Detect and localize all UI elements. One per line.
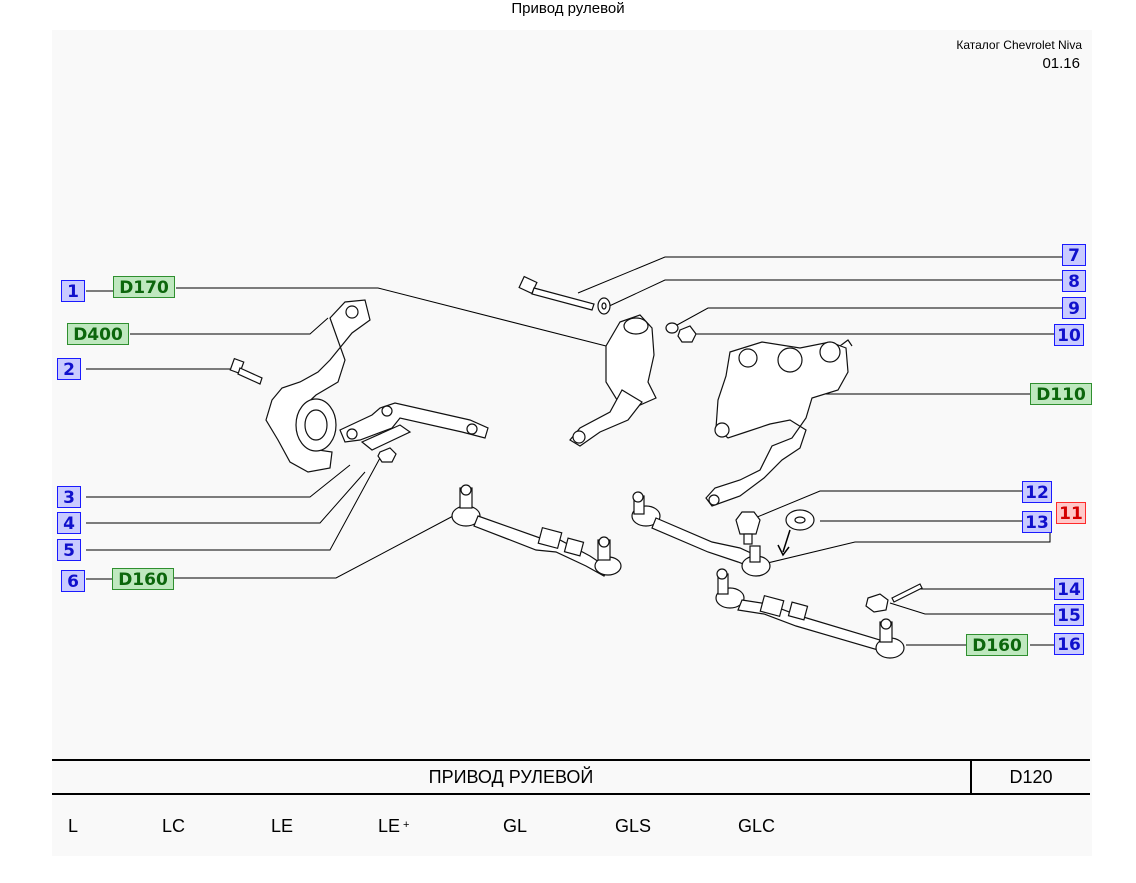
trim-plus-mark: + bbox=[403, 819, 410, 831]
steering-gear-box bbox=[705, 339, 853, 507]
callout-5[interactable]: 5 bbox=[57, 539, 81, 561]
callout-16[interactable]: 16 bbox=[1054, 633, 1084, 655]
trim-level-glc: GLC bbox=[738, 816, 776, 836]
washer-part-9 bbox=[665, 322, 679, 334]
direction-arrow-icon bbox=[777, 529, 791, 557]
callout-6[interactable]: 6 bbox=[61, 570, 85, 592]
nut-part-4 bbox=[377, 447, 397, 463]
section-ref-d160-right[interactable]: D160 bbox=[966, 634, 1028, 656]
catalog-name: Каталог Chevrolet Niva bbox=[956, 38, 1082, 52]
cotter-pin-part-14 bbox=[891, 583, 923, 603]
tie-rod-center bbox=[631, 491, 771, 577]
castle-nut-part-15 bbox=[865, 593, 889, 613]
leader-lines bbox=[86, 256, 1062, 646]
cap-part-13 bbox=[785, 509, 815, 531]
trim-level-l: L bbox=[68, 816, 79, 836]
callout-3[interactable]: 3 bbox=[57, 486, 81, 508]
trim-level-gls: GLS bbox=[615, 816, 652, 836]
catalog-sheet bbox=[52, 30, 1092, 856]
callout-1[interactable]: 1 bbox=[61, 280, 85, 302]
section-ref-d170[interactable]: D170 bbox=[113, 276, 175, 298]
trim-level-gl: GL bbox=[503, 816, 528, 836]
tie-rod-left bbox=[451, 484, 622, 577]
section-ref-d160-left[interactable]: D160 bbox=[112, 568, 174, 590]
callout-7[interactable]: 7 bbox=[1062, 244, 1086, 266]
swing-arm-part-3 bbox=[339, 402, 489, 451]
callout-12[interactable]: 12 bbox=[1022, 481, 1052, 503]
section-ref-d400[interactable]: D400 bbox=[67, 323, 129, 345]
trim-level-le: LE bbox=[271, 816, 294, 836]
callout-11[interactable]: 11 bbox=[1056, 502, 1086, 524]
bolt-part-7 bbox=[518, 275, 595, 311]
callout-8[interactable]: 8 bbox=[1062, 270, 1086, 292]
nut-part-10 bbox=[677, 325, 697, 343]
trim-level-lc: LC bbox=[162, 816, 186, 836]
callout-10[interactable]: 10 bbox=[1054, 324, 1084, 346]
boot-part-12 bbox=[735, 511, 761, 545]
callout-4[interactable]: 4 bbox=[57, 512, 81, 534]
callout-9[interactable]: 9 bbox=[1062, 297, 1086, 319]
callout-2[interactable]: 2 bbox=[57, 358, 81, 380]
callout-14[interactable]: 14 bbox=[1054, 578, 1084, 600]
footer-title: ПРИВОД РУЛЕВОЙ bbox=[428, 767, 594, 787]
bolt-part-2 bbox=[229, 357, 263, 385]
page-title: Привод рулевой bbox=[511, 0, 625, 17]
steering-knuckle bbox=[265, 299, 371, 473]
callout-15[interactable]: 15 bbox=[1054, 604, 1084, 626]
trim-level-le-plus: LE+ bbox=[378, 816, 410, 836]
catalog-date: 01.16 bbox=[1042, 55, 1080, 72]
washer-part-8 bbox=[597, 297, 611, 315]
callout-13[interactable]: 13 bbox=[1022, 511, 1052, 533]
tie-rod-right bbox=[715, 568, 905, 659]
idler-arm-bracket bbox=[569, 314, 657, 447]
footer-code: D120 bbox=[1009, 767, 1053, 787]
section-ref-d110[interactable]: D110 bbox=[1030, 383, 1092, 405]
